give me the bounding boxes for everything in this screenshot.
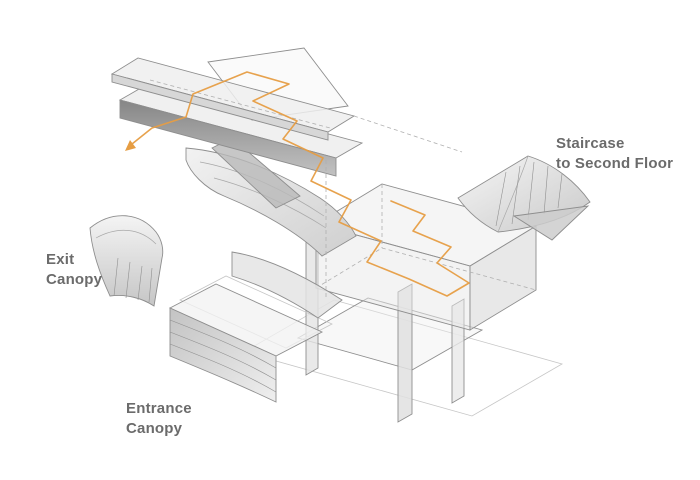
label-staircase-line1: Staircase <box>556 135 625 152</box>
circulation-path <box>125 71 470 297</box>
exit-canopy-shape <box>89 215 164 307</box>
label-entrance-canopy-line1: Entrance <box>126 400 192 417</box>
label-exit-canopy-line1: Exit <box>46 251 75 268</box>
label-entrance-canopy: Entrance Canopy <box>126 399 192 438</box>
entrance-canopy-shape <box>168 275 333 403</box>
label-staircase-line2: to Second Floor <box>556 154 674 172</box>
label-staircase: Staircase to Second Floor <box>556 134 673 173</box>
alignment-guides <box>325 115 463 300</box>
twisted-core <box>185 137 357 319</box>
circulation-arrow-icon <box>125 140 136 151</box>
label-exit-canopy-line2: Canopy <box>46 270 103 288</box>
program-box <box>314 183 538 331</box>
floor-slab <box>118 84 364 177</box>
label-entrance-canopy-line2: Canopy <box>126 419 183 437</box>
label-exit-canopy: Exit Canopy <box>46 250 102 289</box>
staircase-volume <box>457 155 591 241</box>
base-plan-outline <box>242 297 564 417</box>
roof-slab <box>110 47 356 141</box>
